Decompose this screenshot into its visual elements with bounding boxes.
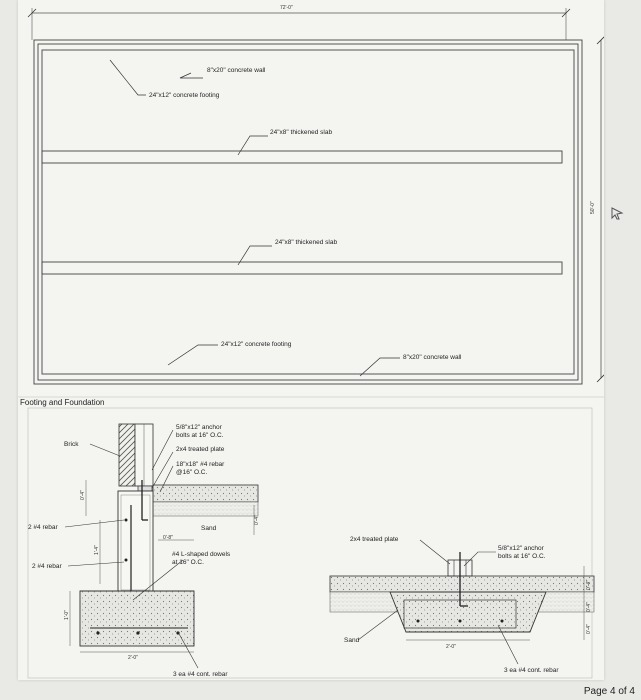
detail-thickened-slab: 0'-4" 0'-4" 0'-4" 2'-0" 2x4 treated plat… — [329, 536, 595, 674]
label-wall-bottom: 8"x20" concrete wall — [403, 354, 462, 361]
cursor-arrow-icon — [611, 207, 624, 220]
label-sand: Sand — [201, 525, 217, 532]
dim-left-d3: 1'-4" — [94, 545, 100, 555]
dim-right-d1: 0'-4" — [586, 580, 592, 590]
label-anchor-line2: bolts at 16" O.C. — [176, 432, 224, 439]
drawing-canvas: 72'-0" 50'-0" 8"x20" concrete wall 24"x1… — [18, 5, 604, 679]
label-cont-rebar: 3 ea #4 cont. rebar — [173, 671, 228, 678]
overall-dimension: 72'-0" — [280, 5, 293, 11]
side-dimension: 50'-0" — [590, 201, 596, 214]
dim-left-d5: 1'-0" — [64, 610, 70, 620]
label-rebar-b: 2 #4 rebar — [32, 563, 62, 570]
label-rebar-line2: @16" O.C. — [176, 469, 207, 476]
label-right-sand: Sand — [344, 637, 360, 644]
label-anchor-line1: 5/8"x12" anchor — [176, 424, 223, 431]
section-title: Footing and Foundation — [20, 398, 105, 407]
label-brick: Brick — [64, 441, 79, 448]
detail-wall-section: 0'-4" 0'-8" 1'-4" 0'-4" 1'-0" 2'-0" Bric… — [28, 423, 260, 678]
foundation-plan: 72'-0" 50'-0" 8"x20" concrete wall 24"x1… — [27, 5, 604, 385]
dim-left-d6: 2'-0" — [128, 655, 138, 661]
dim-left-d1: 0'-4" — [80, 490, 86, 500]
dim-right-d3: 0'-4" — [586, 624, 592, 634]
drawing-sheet: 72'-0" 50'-0" 8"x20" concrete wall 24"x1… — [18, 0, 604, 680]
label-rebar-a: 2 #4 rebar — [28, 524, 58, 531]
label-slab-2: 24"x8" thickened slab — [275, 239, 337, 246]
label-rebar-line1: 18"x18" #4 rebar — [176, 461, 225, 468]
label-plate: 2x4 treated plate — [176, 446, 225, 453]
label-right-anchor-line1: 5/8"x12" anchor — [498, 545, 545, 552]
label-slab-1: 24"x8" thickened slab — [270, 129, 332, 136]
dim-right-d4: 2'-0" — [446, 644, 456, 650]
label-footing-bottom: 24"x12" concrete footing — [221, 341, 292, 348]
dim-left-d4: 0'-4" — [254, 515, 260, 525]
label-wall-top: 8"x20" concrete wall — [207, 67, 266, 74]
label-right-cont-rebar: 3 ea #4 cont. rebar — [504, 667, 559, 674]
page-indicator: Page 4 of 4 — [583, 686, 635, 697]
label-footing-top: 24"x12" concrete footing — [149, 92, 220, 99]
dim-right-d2: 0'-4" — [586, 602, 592, 612]
dim-left-d2: 0'-8" — [163, 535, 173, 541]
label-dowels-line2: at 16" O.C. — [172, 559, 204, 566]
label-dowels-line1: #4 L-shaped dowels — [172, 551, 231, 558]
label-right-anchor-line2: bolts at 16" O.C. — [498, 553, 546, 560]
label-right-plate: 2x4 treated plate — [350, 536, 399, 543]
